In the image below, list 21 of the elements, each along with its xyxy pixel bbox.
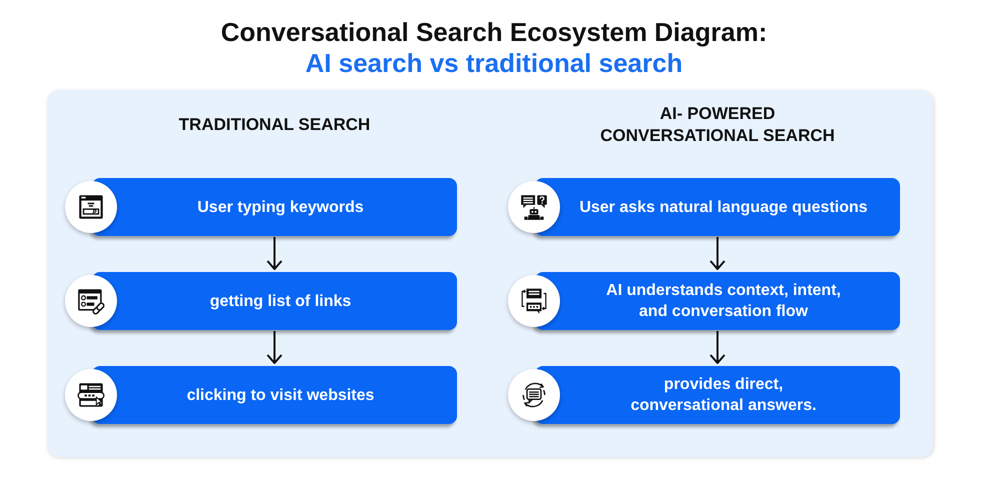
- process-box: [535, 272, 900, 330]
- subtitle: AI search vs traditional search: [305, 48, 683, 79]
- column-heading: TRADITIONAL SEARCH: [178, 114, 370, 136]
- step-text: User asks natural language questions: [579, 198, 868, 218]
- step-text: getting list of links: [210, 292, 352, 312]
- step-text: clicking to visit websites: [186, 386, 374, 406]
- process-box: [92, 366, 457, 424]
- step-text: User typing keywords: [197, 198, 364, 218]
- comparison-panel: [47, 90, 933, 457]
- process-box: [92, 178, 457, 236]
- arrow: [266, 237, 282, 270]
- arrow: [710, 331, 726, 364]
- step-text: provides direct, conversational answers.: [630, 375, 818, 416]
- process-box: [535, 366, 900, 424]
- arrow: [710, 237, 726, 270]
- column-heading: AI- POWERED CONVERSATIONAL SEARCH: [599, 103, 836, 147]
- step-text: AI understands context, intent, and conversation flow: [605, 281, 842, 322]
- title: Conversational Search Ecosystem Diagram:: [220, 17, 768, 48]
- process-box: [92, 272, 457, 330]
- process-box: [535, 178, 900, 236]
- arrow: [266, 331, 282, 364]
